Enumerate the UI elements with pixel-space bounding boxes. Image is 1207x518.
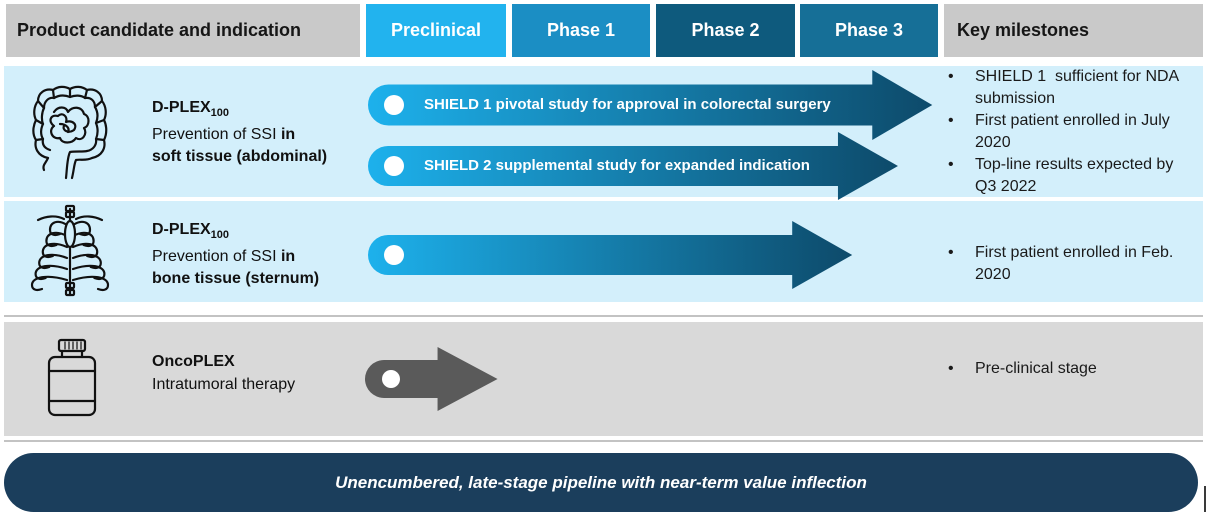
rib bbox=[71, 253, 102, 270]
edge-mark bbox=[1204, 486, 1206, 512]
product-name-subscript: 100 bbox=[210, 229, 230, 241]
program-start-dot bbox=[382, 370, 400, 388]
rib bbox=[71, 264, 106, 281]
indication-text-bold: bone tissue (sternum) bbox=[152, 270, 320, 287]
milestone-list: SHIELD 1 sufficient for NDA submission F… bbox=[948, 66, 1189, 198]
program-arrow-oncoplex bbox=[365, 347, 498, 411]
milestone-item: Top-line results expected by Q3 2022 bbox=[948, 154, 1189, 198]
product-name-text: D-PLEX bbox=[152, 221, 211, 238]
header-phase-3: Phase 3 bbox=[800, 4, 938, 57]
milestone-item: Pre-clinical stage bbox=[948, 358, 1189, 380]
bottle-icon bbox=[46, 338, 98, 418]
divider bbox=[4, 440, 1203, 442]
product-indication: Intratumoral therapy bbox=[152, 374, 295, 396]
rib bbox=[30, 275, 69, 292]
header-phase-2: Phase 2 bbox=[656, 4, 795, 57]
milestone-item: SHIELD 1 sufficient for NDA submission bbox=[948, 66, 1189, 110]
indication-text: Intratumoral therapy bbox=[152, 376, 296, 393]
rib bbox=[34, 264, 69, 281]
indication-text-bold: in bbox=[280, 126, 296, 143]
rib bbox=[41, 242, 69, 259]
rib bbox=[71, 275, 110, 292]
product-name-text: OncoPLEX bbox=[152, 353, 235, 370]
milestone-list: First patient enrolled in Feb. 2020 bbox=[948, 242, 1189, 286]
rib bbox=[71, 220, 92, 237]
product-indication: Prevention of SSI in soft tissue (abdomin… bbox=[152, 124, 327, 168]
product-name: D-PLEX100 bbox=[152, 97, 229, 119]
product-name-text: D-PLEX bbox=[152, 99, 211, 116]
program-arrow-shield-1 bbox=[368, 70, 933, 140]
rib bbox=[71, 231, 95, 248]
intestines-icon bbox=[32, 84, 108, 180]
rib bbox=[45, 231, 69, 248]
header-key-milestones: Key milestones bbox=[944, 4, 1203, 57]
milestone-item: First patient enrolled in July 2020 bbox=[948, 110, 1189, 154]
program-arrow-dplex-sternum bbox=[368, 221, 853, 289]
program-arrow-shield-2 bbox=[368, 132, 898, 200]
product-name: OncoPLEX bbox=[152, 351, 235, 373]
indication-text-bold: in bbox=[280, 248, 296, 265]
rib bbox=[71, 242, 99, 259]
ribcage-icon bbox=[28, 204, 112, 299]
product-name: D-PLEX100 bbox=[152, 219, 229, 241]
rib bbox=[38, 253, 69, 270]
header-product-candidate: Product candidate and indication bbox=[6, 4, 360, 57]
product-name-subscript: 100 bbox=[210, 107, 230, 119]
divider bbox=[4, 315, 1203, 317]
program-label: SHIELD 1 pivotal study for approval in c… bbox=[424, 96, 831, 113]
program-label: SHIELD 2 supplemental study for expanded… bbox=[424, 157, 810, 174]
indication-text: Prevention of SSI bbox=[152, 126, 281, 143]
milestone-item: First patient enrolled in Feb. 2020 bbox=[948, 242, 1189, 286]
rib bbox=[48, 220, 69, 237]
product-indication: Prevention of SSI in bone tissue (sternum… bbox=[152, 246, 319, 290]
program-start-dot bbox=[384, 156, 404, 176]
header-phase-preclinical: Preclinical bbox=[366, 4, 506, 57]
program-start-dot bbox=[384, 245, 404, 265]
indication-text: Prevention of SSI bbox=[152, 248, 281, 265]
indication-text-bold: soft tissue (abdominal) bbox=[152, 148, 328, 165]
header-phase-1: Phase 1 bbox=[512, 4, 650, 57]
milestone-list: Pre-clinical stage bbox=[948, 358, 1189, 380]
summary-banner: Unencumbered, late-stage pipeline with n… bbox=[4, 453, 1198, 512]
program-start-dot bbox=[384, 95, 404, 115]
